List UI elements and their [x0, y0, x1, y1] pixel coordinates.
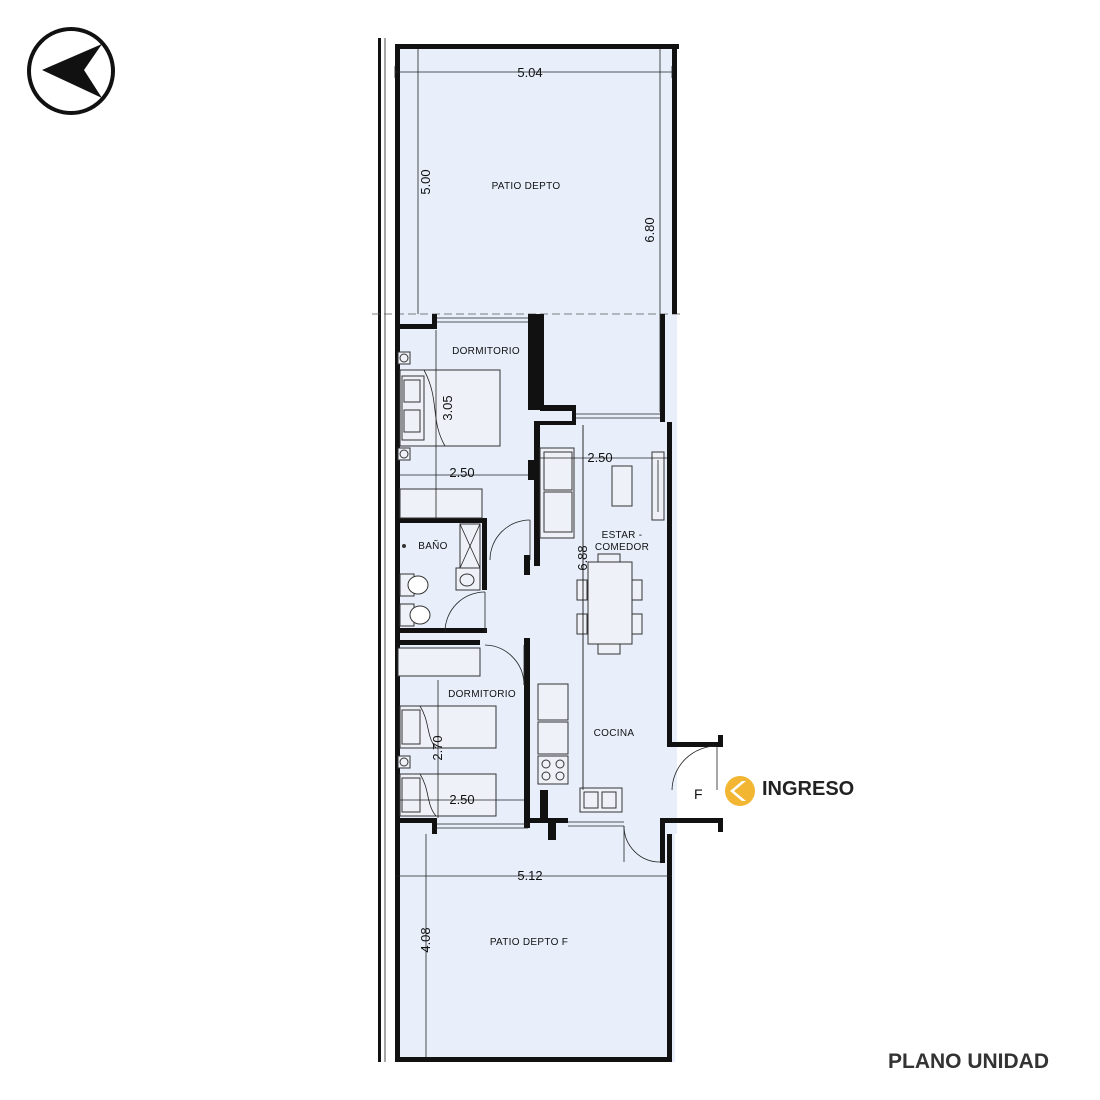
- bed-dorm1: [397, 351, 501, 461]
- dim-dorm1-width: 2.50: [449, 465, 474, 480]
- room-label-comedor: COMEDOR: [595, 542, 649, 553]
- beds-dorm2: [397, 647, 497, 817]
- windows: [437, 317, 660, 829]
- room-label-patio-bottom: PATIO DEPTO F: [490, 937, 568, 948]
- entrance-chevron-icon: [725, 776, 755, 806]
- doors: [444, 519, 718, 863]
- room-label-cocina: COCINA: [594, 728, 635, 739]
- room-label-dormitorio-1: DORMITORIO: [452, 346, 520, 357]
- patio-top-floor: [395, 48, 675, 314]
- unit-letter: F: [694, 786, 703, 802]
- property-line: [372, 38, 680, 1062]
- entrance-label: INGRESO: [762, 778, 855, 800]
- dim-patio-bottom-height: 4.08: [418, 927, 433, 952]
- dim-dorm1-height: 3.05: [440, 395, 455, 420]
- north-arrow-icon: [27, 27, 115, 115]
- dim-estar-width: 2.50: [587, 450, 612, 465]
- plan-title: PLANO UNIDAD: [888, 1050, 1049, 1073]
- dim-patio-top-width: 5.04: [517, 65, 542, 80]
- patio-bottom-walls: [395, 834, 672, 1062]
- dim-dorm2-width: 2.50: [449, 792, 474, 807]
- room-label-bano: BAÑO: [418, 539, 448, 552]
- kitchen-fixtures: [537, 425, 623, 813]
- interior-walls: [395, 314, 723, 863]
- room-label-estar: ESTAR -: [602, 530, 643, 541]
- bath-fixtures: [399, 523, 481, 627]
- closet-dorm1: [399, 488, 483, 519]
- dining-table: [576, 553, 643, 655]
- dim-estar-height: 6.88: [575, 545, 590, 570]
- dimension-lines: [394, 49, 673, 1057]
- room-label-dormitorio-2: DORMITORIO: [448, 689, 516, 700]
- dim-dorm2-height: 2.70: [430, 735, 445, 760]
- dim-patio-bottom-width: 5.12: [517, 868, 542, 883]
- patio-bottom-floor: [395, 834, 675, 1062]
- dim-patio-top-left: 5.00: [418, 169, 433, 194]
- room-label-patio-top: PATIO DEPTO: [492, 181, 561, 192]
- patio-top-walls: [395, 44, 679, 334]
- dim-patio-top-right: 6.80: [642, 217, 657, 242]
